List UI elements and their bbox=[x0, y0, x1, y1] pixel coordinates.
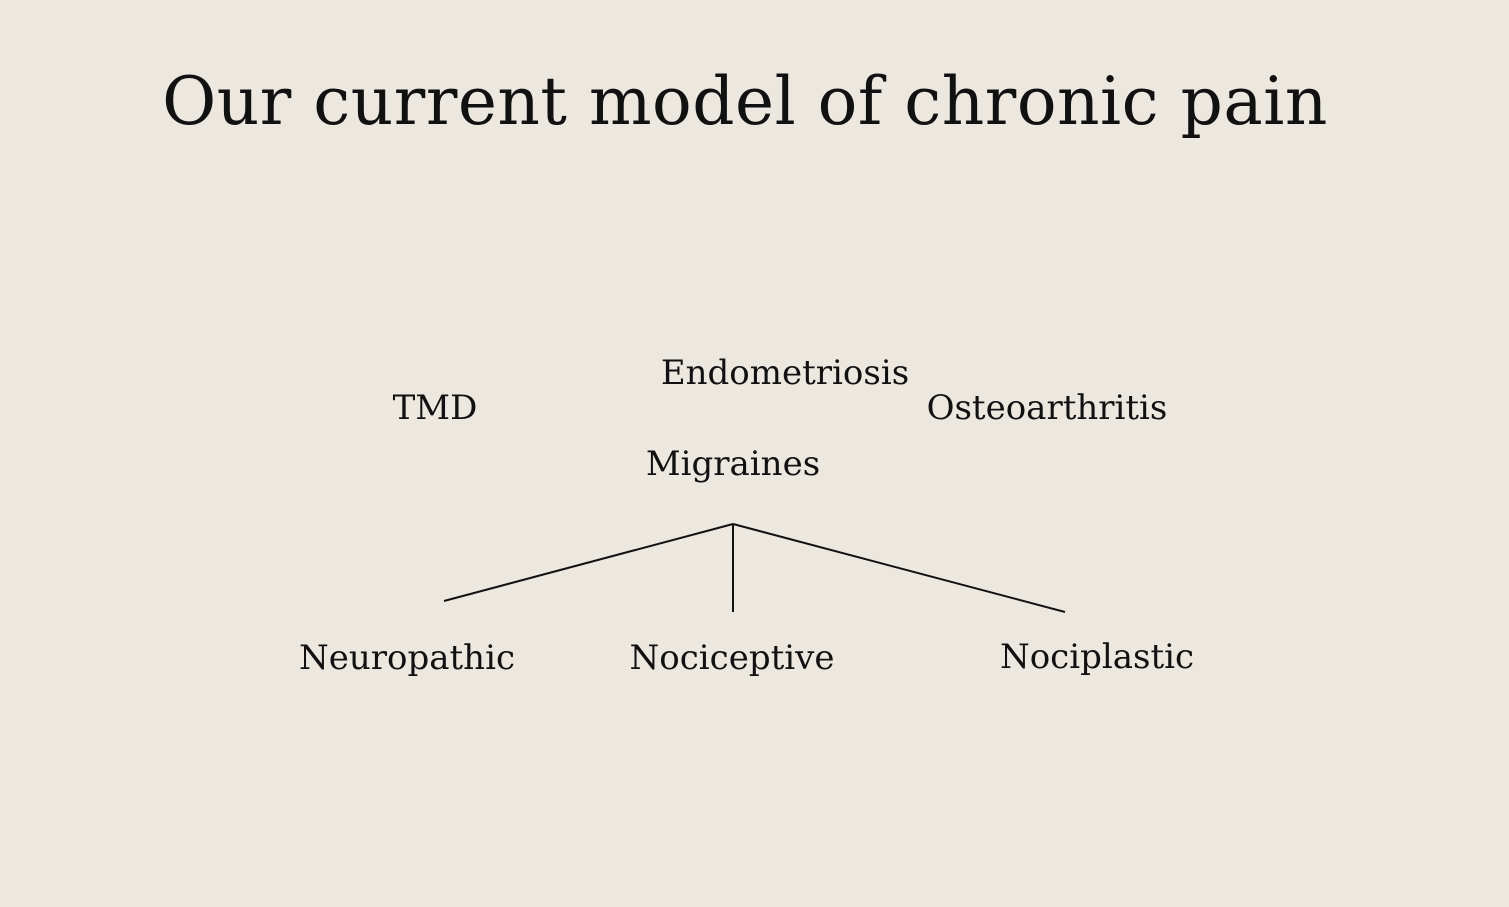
slide-title: Our current model of chronic pain bbox=[162, 63, 1328, 140]
condition-tmd: TMD bbox=[392, 388, 478, 428]
connector-neuropathic bbox=[443, 523, 734, 602]
condition-migraines: Migraines bbox=[645, 444, 821, 484]
category-nociplastic: Nociplastic bbox=[999, 637, 1195, 677]
connector-nociplastic bbox=[732, 523, 1066, 613]
condition-endometriosis: Endometriosis bbox=[660, 353, 910, 393]
category-nociceptive: Nociceptive bbox=[629, 638, 835, 678]
category-neuropathic: Neuropathic bbox=[298, 638, 516, 678]
condition-osteoarthritis: Osteoarthritis bbox=[926, 388, 1168, 428]
